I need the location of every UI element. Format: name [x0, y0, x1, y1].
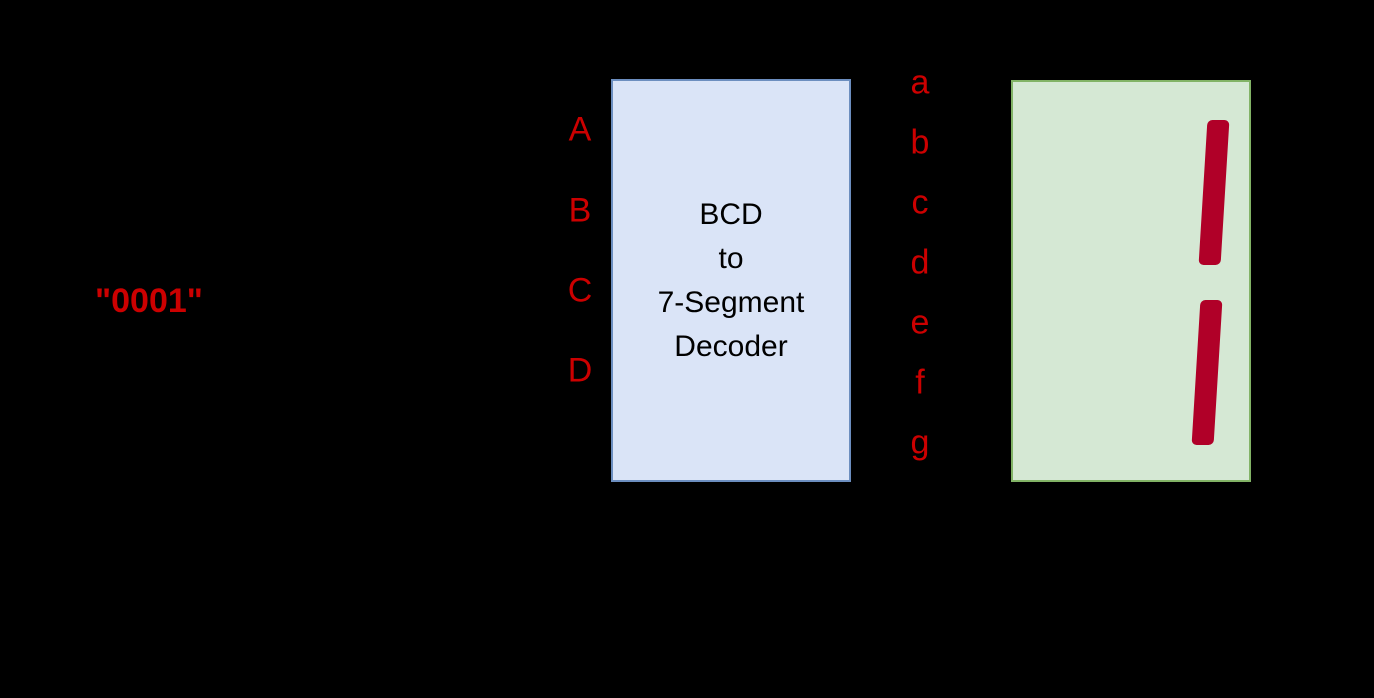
output-pin-c: c: [911, 183, 929, 222]
segment-b: [1198, 120, 1230, 265]
output-pin-e: e: [910, 303, 930, 342]
decoder-block: BCD to 7-Segment Decoder: [611, 79, 851, 482]
seven-segment-display: [1011, 80, 1251, 482]
output-pin-f: f: [915, 363, 925, 402]
output-pin-b: b: [910, 123, 930, 162]
input-pin-a: A: [568, 110, 592, 149]
output-pin-a: a: [910, 63, 930, 102]
output-pin-d: d: [910, 243, 930, 282]
segment-d: [1064, 450, 1185, 472]
input-code-label: "0001": [95, 282, 203, 320]
input-pin-d: D: [567, 351, 593, 390]
segment-f: [1081, 120, 1112, 265]
segment-c: [1191, 300, 1223, 445]
input-pin-c: C: [567, 271, 593, 310]
input-pin-b: B: [568, 191, 592, 230]
segment-e: [1071, 300, 1102, 445]
decoder-block-label: BCD to 7-Segment Decoder: [657, 197, 805, 363]
output-pin-g: g: [910, 423, 930, 462]
segment-g: [1074, 280, 1195, 302]
